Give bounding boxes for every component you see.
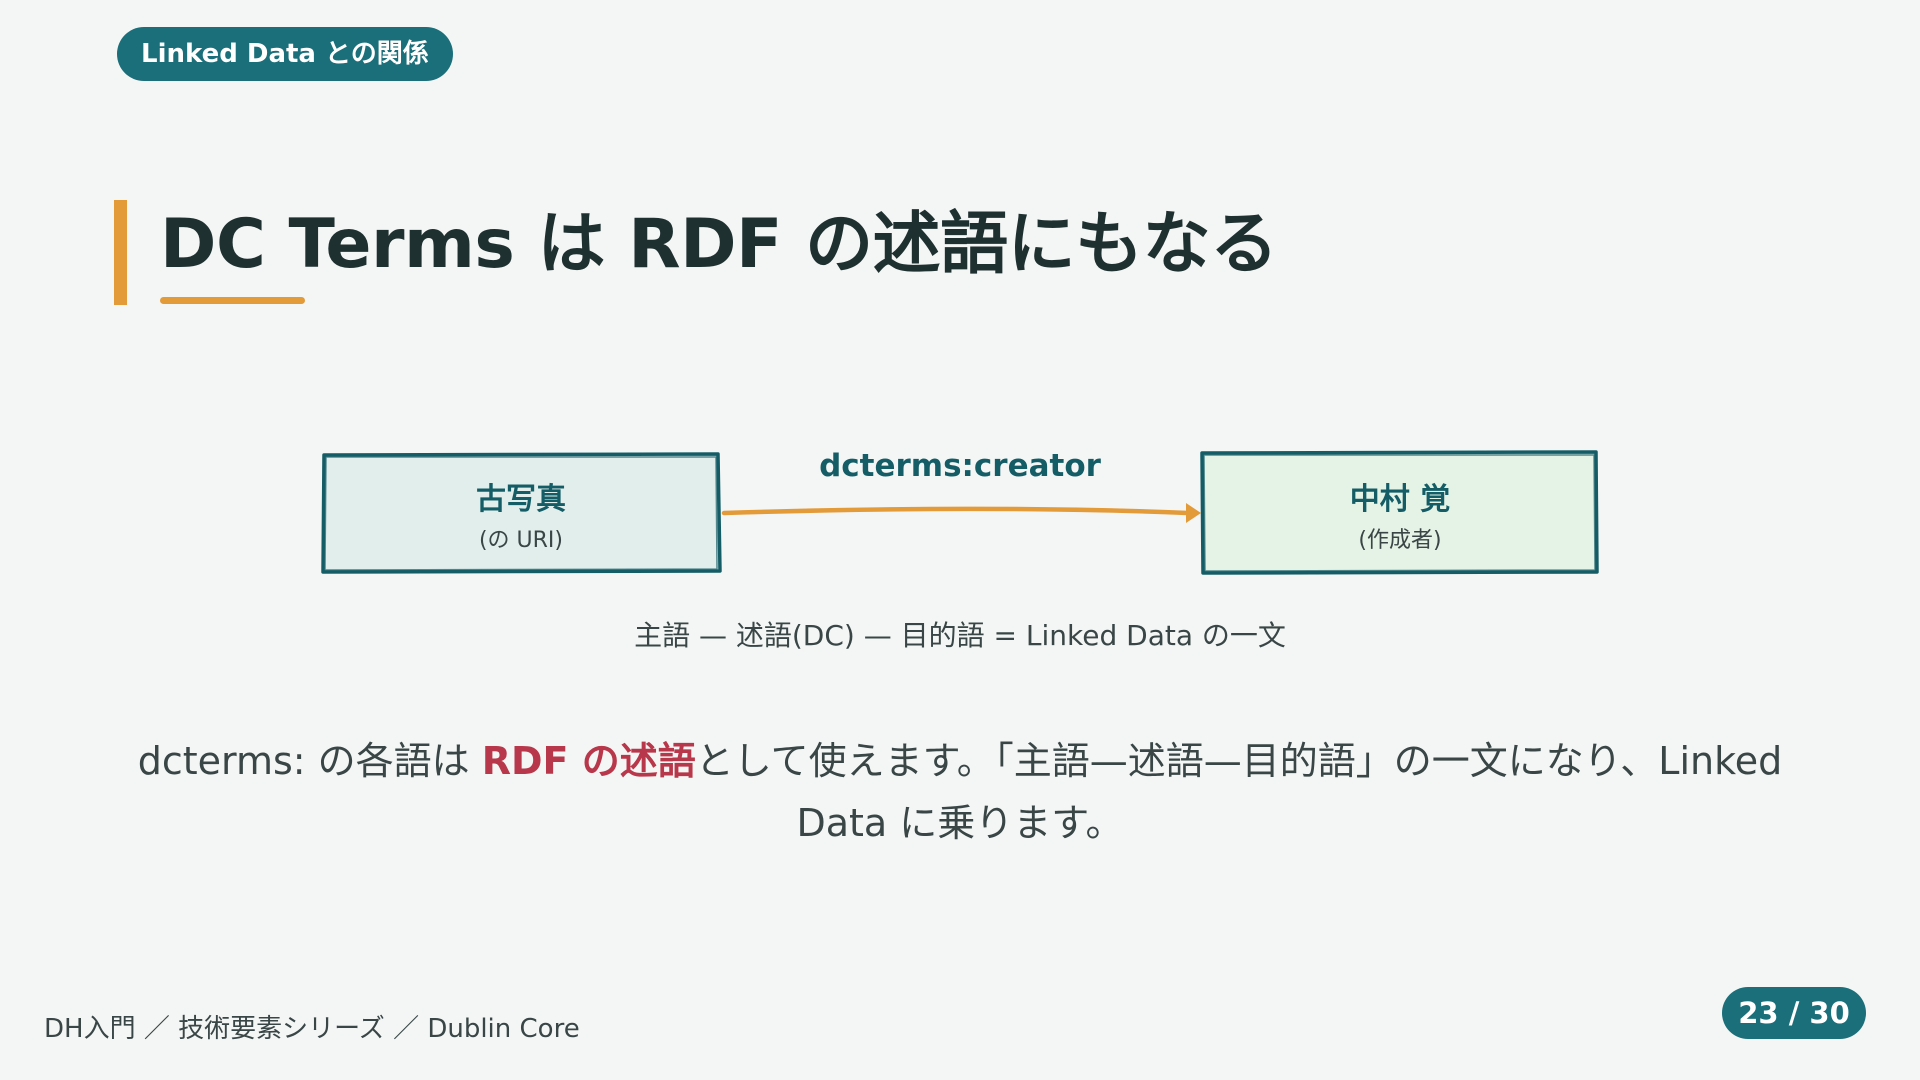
title-underline	[160, 297, 305, 304]
predicate-arrow	[721, 503, 1201, 523]
object-node-label: 中村 覚	[1349, 482, 1451, 517]
subject-node-label: 古写真	[476, 482, 566, 517]
body-paragraph: dcterms: の各語は RDF の述語として使えます。「主語—述語—目的語」…	[130, 730, 1790, 854]
object-node-sublabel: (作成者)	[1358, 528, 1442, 553]
body-text-part2: として使えます。「主語—述語—目的語」の一文になり、Linked Data に乗…	[695, 739, 1783, 845]
section-tag: Linked Data との関係	[117, 27, 453, 81]
slide-title: DC Terms は RDF の述語にもなる	[160, 205, 1278, 284]
body-text-part1: dcterms: の各語は	[137, 739, 482, 783]
object-node-box	[1200, 450, 1599, 575]
diagram-caption: 主語 — 述語(DC) — 目的語 = Linked Data の一文	[634, 619, 1286, 652]
body-highlight: RDF の述語	[481, 739, 696, 783]
subject-node-sublabel: (の URI)	[478, 528, 564, 553]
subject-node-box	[321, 452, 722, 574]
page-number-badge: 23 / 30	[1722, 987, 1866, 1039]
footer-breadcrumb: DH入門 ／ 技術要素シリーズ ／ Dublin Core	[44, 1014, 580, 1044]
predicate-label: dcterms:creator	[819, 448, 1101, 484]
title-accent-bar	[114, 200, 127, 305]
